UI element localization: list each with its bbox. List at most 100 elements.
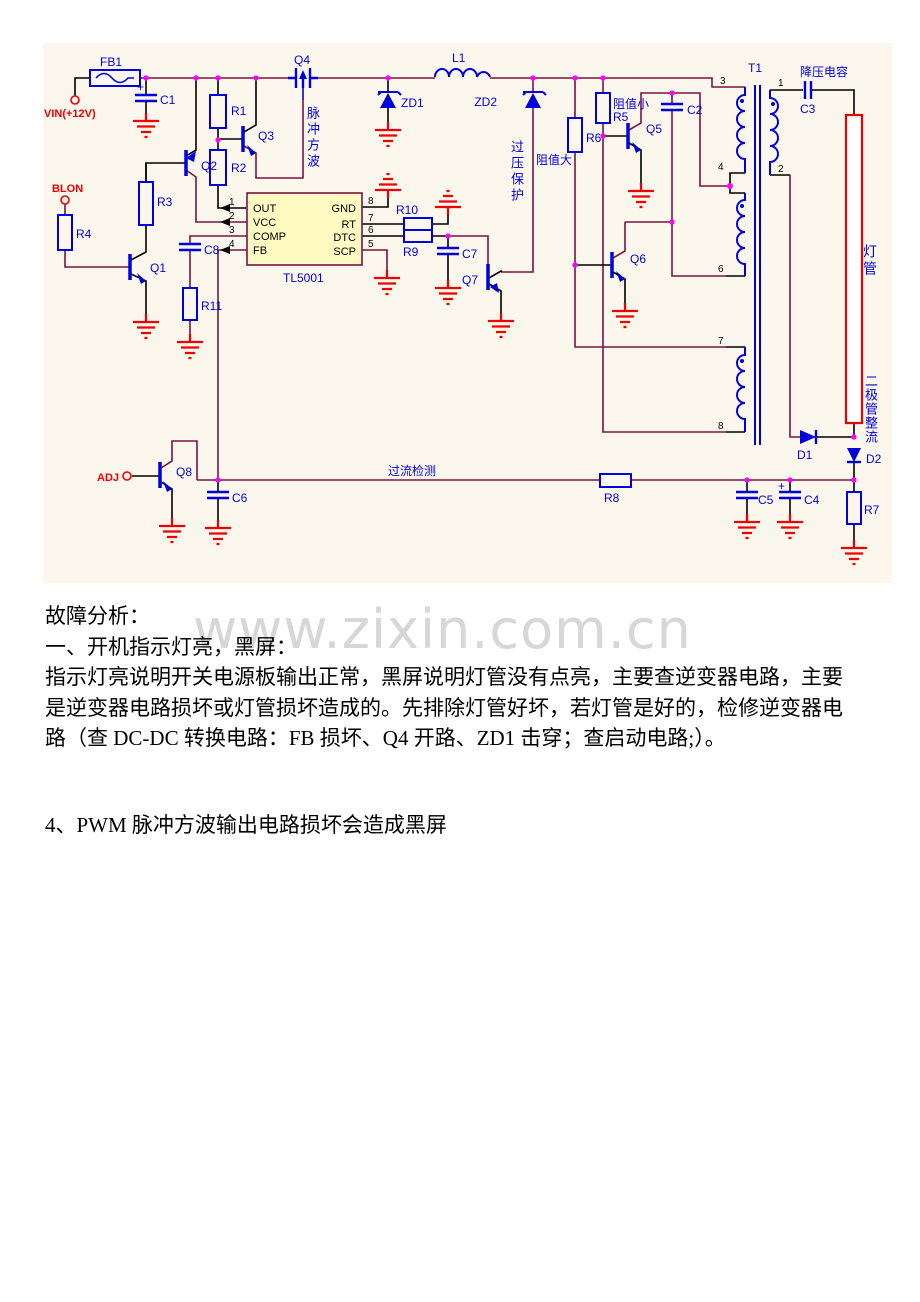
svg-text:R3: R3 bbox=[157, 195, 173, 209]
capacitor-c3: 降压电容 C3 bbox=[800, 64, 848, 116]
fuse-fb1: FB1 bbox=[89, 55, 141, 87]
svg-text:GND: GND bbox=[332, 203, 357, 215]
resistor-r8: R8 bbox=[599, 473, 632, 505]
svg-text:C8: C8 bbox=[204, 243, 220, 257]
svg-text:DTC: DTC bbox=[333, 232, 356, 244]
svg-text:T1: T1 bbox=[748, 61, 762, 75]
resistor-r6: R6 bbox=[567, 117, 602, 153]
pin-arrows bbox=[220, 204, 230, 254]
svg-text:4: 4 bbox=[718, 162, 724, 173]
svg-text:D1: D1 bbox=[797, 448, 813, 462]
transformer-t1: T1 3 4 6 7 8 1 2 bbox=[718, 61, 784, 445]
svg-text:SCP: SCP bbox=[333, 246, 356, 258]
resistor-r1: R1 bbox=[209, 94, 247, 129]
overvoltage-annotation: 过压保护 bbox=[509, 140, 524, 204]
t1-secondary-winding bbox=[769, 90, 779, 175]
svg-text:3: 3 bbox=[720, 76, 726, 87]
transistor-q1: Q1 bbox=[128, 254, 166, 284]
svg-text:Q5: Q5 bbox=[646, 122, 662, 136]
svg-text:BLON: BLON bbox=[52, 183, 83, 195]
svg-text:R5: R5 bbox=[613, 110, 629, 124]
svg-text:Q2: Q2 bbox=[201, 159, 217, 173]
svg-text:+: + bbox=[778, 479, 785, 493]
article-text: 故障分析： 一、开机指示灯亮，黑屏： 指示灯亮说明开关电源板输出正常，黑屏说明灯… bbox=[45, 601, 885, 840]
svg-text:ADJ: ADJ bbox=[97, 472, 119, 484]
resistor-r11: R11 bbox=[182, 287, 222, 321]
inductor-l1: L1 bbox=[434, 51, 491, 78]
resistor-r5: 阻值小 R5 bbox=[595, 92, 649, 124]
article-item4: 4、PWM 脉冲方波输出电路损坏会造成黑屏 bbox=[45, 812, 447, 837]
diode-rectify-annotation: 二极管整流 bbox=[863, 374, 878, 444]
svg-text:L1: L1 bbox=[452, 51, 466, 65]
resistor-r7: R7 bbox=[846, 491, 880, 525]
svg-text:C4: C4 bbox=[804, 493, 820, 507]
t1-winding-1 bbox=[736, 87, 746, 173]
capacitor-c4: + C4 bbox=[778, 479, 820, 507]
t1-winding-2 bbox=[736, 193, 746, 276]
diode-d1: D1 bbox=[797, 430, 818, 462]
svg-text:3: 3 bbox=[229, 225, 235, 236]
ic-tl5001: OUT VCC COMP FB GND RT DTC SCP 1 2 3 4 8… bbox=[220, 192, 374, 285]
lamp-annotation: 灯管 bbox=[862, 244, 878, 278]
capacitor-c6: C6 bbox=[207, 490, 248, 505]
capacitor-c7: C7 bbox=[437, 246, 478, 261]
svg-text:VCC: VCC bbox=[253, 217, 276, 229]
vin-terminal: VIN(+12V) bbox=[44, 95, 96, 120]
svg-text:1: 1 bbox=[778, 78, 784, 89]
svg-text:C3: C3 bbox=[800, 102, 816, 116]
t1-winding-3 bbox=[736, 347, 746, 432]
svg-text:FB: FB bbox=[253, 245, 267, 257]
ic-name: TL5001 bbox=[283, 271, 324, 285]
blon-pad bbox=[60, 195, 70, 205]
svg-text:R7: R7 bbox=[864, 503, 880, 517]
svg-text:Q3: Q3 bbox=[258, 129, 274, 143]
svg-text:D2: D2 bbox=[866, 452, 882, 466]
resistor-r4: R4 bbox=[57, 214, 92, 251]
svg-text:R1: R1 bbox=[231, 104, 247, 118]
zener-zd1: ZD1 bbox=[377, 91, 424, 110]
capacitor-c8: C8 bbox=[179, 242, 220, 257]
svg-text:6: 6 bbox=[718, 264, 724, 275]
r-big-annotation: 阻值大 bbox=[536, 152, 572, 167]
svg-text:7: 7 bbox=[368, 213, 374, 224]
article-subheading: 一、开机指示灯亮，黑屏： bbox=[45, 634, 297, 659]
svg-text:C7: C7 bbox=[462, 247, 478, 261]
svg-text:5: 5 bbox=[368, 239, 374, 250]
zener-zd2: ZD2 bbox=[474, 91, 547, 109]
svg-text:C6: C6 bbox=[232, 491, 248, 505]
stepdown-cap-annotation: 降压电容 bbox=[800, 64, 848, 79]
transistor-q5: Q5 bbox=[626, 122, 662, 153]
svg-text:+: + bbox=[137, 80, 144, 94]
svg-text:R11: R11 bbox=[201, 299, 222, 313]
svg-text:VIN(+12V): VIN(+12V) bbox=[44, 108, 96, 120]
svg-text:2: 2 bbox=[778, 164, 784, 175]
junction-dots bbox=[143, 75, 857, 483]
mosfet-q4: Q4 bbox=[288, 53, 318, 100]
svg-text:OUT: OUT bbox=[253, 203, 277, 215]
transistor-q3: Q3 bbox=[241, 126, 274, 156]
svg-text:7: 7 bbox=[718, 336, 724, 347]
svg-text:C1: C1 bbox=[160, 93, 176, 107]
transistor-q2: Q2 bbox=[184, 150, 217, 176]
resistor-r2: R2 bbox=[209, 149, 247, 186]
svg-text:R2: R2 bbox=[231, 161, 247, 175]
article-line: 路（查 DC-DC 转换电路：FB 损坏、Q4 开路、ZD1 击穿；查启动电路;… bbox=[45, 726, 726, 750]
capacitor-c5: C5 bbox=[736, 490, 774, 507]
lamp-tube bbox=[844, 113, 864, 425]
transistor-q6: Q6 bbox=[610, 252, 646, 282]
svg-text:R10: R10 bbox=[396, 203, 418, 217]
capacitor-c1: + C1 bbox=[135, 80, 176, 107]
svg-text:R4: R4 bbox=[76, 227, 92, 241]
svg-text:FB1: FB1 bbox=[100, 55, 122, 69]
adj-terminal: ADJ bbox=[97, 471, 132, 484]
capacitor-c2: C2 bbox=[661, 102, 703, 117]
schematic-region: FB1 VIN(+12V) + C1 R1 R2 bbox=[0, 0, 920, 600]
article-line: 指示灯亮说明开关电源板输出正常，黑屏说明灯管没有点亮，主要查逆变器电路，主要 bbox=[45, 665, 843, 689]
svg-text:Q6: Q6 bbox=[630, 252, 646, 266]
svg-text:C5: C5 bbox=[758, 493, 774, 507]
svg-text:2: 2 bbox=[229, 211, 235, 222]
svg-text:1: 1 bbox=[229, 197, 235, 208]
svg-text:Q7: Q7 bbox=[462, 273, 478, 287]
vin-pad bbox=[70, 95, 80, 105]
